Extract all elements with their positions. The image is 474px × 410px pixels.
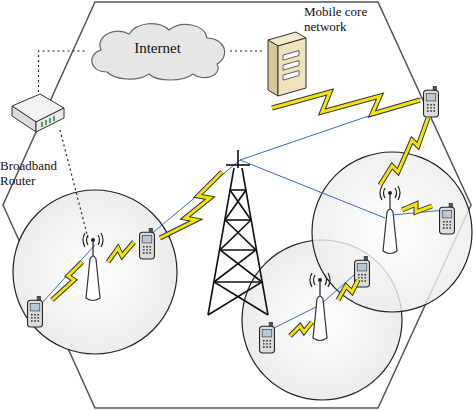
femtocell — [83, 233, 103, 301]
router-outline — [10, 92, 66, 136]
server-outline — [266, 30, 308, 98]
mobile-phone — [260, 322, 275, 353]
mobile-phone — [440, 203, 455, 234]
femtocell-coverage — [13, 190, 177, 354]
dotted-link — [230, 50, 262, 51]
radio-links — [40, 95, 445, 330]
femtocell — [380, 186, 400, 254]
node-label: Mobile core network — [304, 4, 390, 34]
mobile-phone — [28, 296, 43, 327]
wireless-bolts — [52, 92, 432, 336]
dotted-link — [39, 51, 86, 92]
mobile-phone — [140, 228, 155, 259]
core-network-server: Mobile core network — [262, 4, 390, 98]
broadband-router: Broadband Router — [0, 92, 70, 210]
node-label: Internet — [85, 40, 230, 57]
internet-cloud: Internet — [85, 20, 230, 82]
node-label: Broadband Router — [0, 158, 66, 188]
femtocell — [310, 273, 330, 341]
cell-hexagon — [3, 2, 471, 408]
femtocell-coverage — [312, 152, 472, 312]
mobile-phone — [424, 86, 439, 117]
backhaul-wire — [60, 130, 88, 238]
